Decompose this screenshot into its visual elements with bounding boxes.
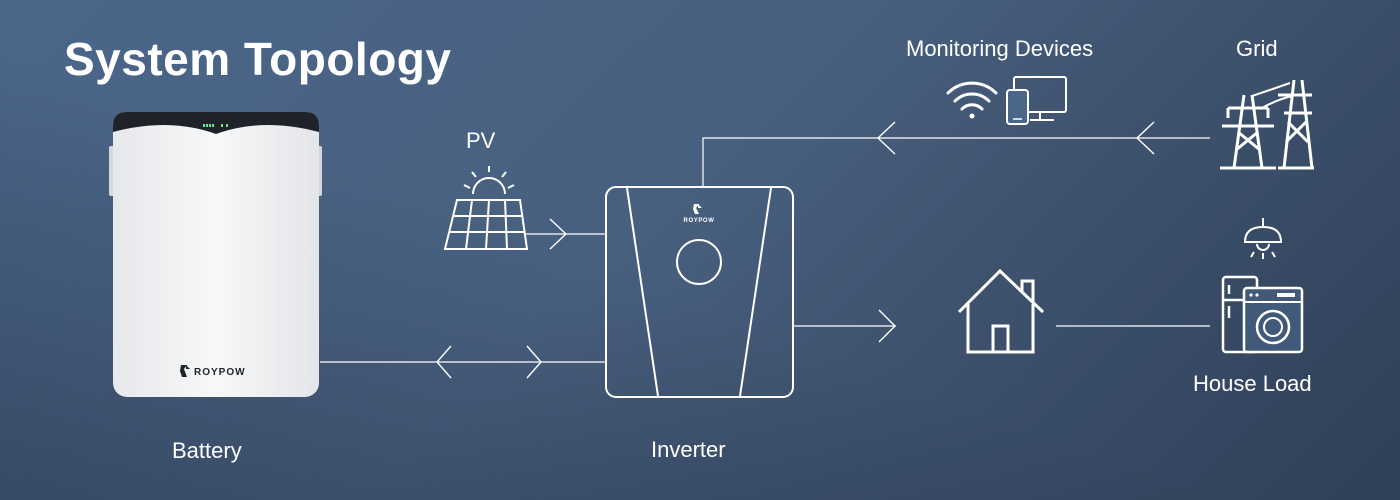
inverter-body (605, 186, 794, 398)
power-tower-icon (1220, 79, 1314, 170)
inverter-unit (605, 186, 794, 398)
inverter-brand-text: ROYPOW (684, 218, 715, 224)
wifi-icon (946, 81, 998, 119)
pv-label: PV (466, 128, 496, 153)
inverter-label: Inverter (651, 437, 726, 462)
arrow-right-icon (526, 345, 542, 379)
inverter-logo-icon (693, 204, 702, 214)
arrow-left-icon (1135, 121, 1155, 155)
monitoring-devices-label: Monitoring Devices (906, 36, 1094, 61)
arrow-left-icon (876, 121, 896, 155)
lamp-icon (1243, 218, 1283, 259)
phone-icon (1006, 89, 1029, 125)
page-title: System Topology (64, 33, 452, 85)
inverter-front-line-right (739, 187, 772, 397)
connection-lines (320, 137, 1210, 363)
battery-logo-icon (180, 365, 190, 377)
line-grid-inverter (702, 137, 1210, 187)
solar-panel-icon (443, 166, 529, 250)
battery-brand-text: ROYPOW (194, 367, 246, 378)
house-icon (957, 268, 1045, 354)
battery-label: Battery (172, 438, 242, 463)
house-load-label: House Load (1193, 371, 1312, 396)
inverter-front-line-left (626, 187, 659, 397)
arrow-right-icon (549, 218, 568, 250)
inverter-display-ring (676, 239, 722, 285)
washing-machine-icon (1242, 286, 1304, 354)
battery-unit: ROYPOW (109, 112, 322, 397)
battery-indicator-lights (203, 124, 228, 127)
battery-body (113, 112, 319, 397)
grid-label: Grid (1236, 36, 1278, 61)
arrow-left-icon (436, 345, 452, 379)
battery-top-panel (113, 112, 319, 134)
arrow-right-icon (878, 309, 896, 343)
